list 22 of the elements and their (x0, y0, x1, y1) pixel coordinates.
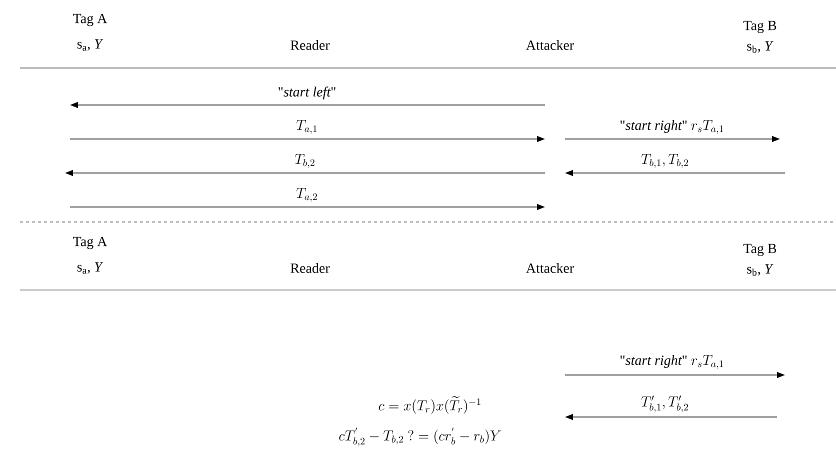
participant-heading: s$_{b}$, Y (747, 264, 774, 276)
message-label: $T_{a,1}$ (296, 120, 317, 134)
participant-heading: Reader (290, 40, 330, 50)
participant-heading: Tag B (743, 20, 776, 34)
participant-heading: Tag A (73, 236, 108, 250)
participant-heading: s$_{a}$, Y (77, 262, 104, 274)
message-label: $T_{a,2}$ (296, 188, 317, 202)
message-label: $\text{\char34}\textit{start right}\text{\char34}\ r_sT_{a,1}$ (620, 120, 724, 134)
message-label: $T'_{b,1}, T'_{b,2}$ (641, 396, 688, 412)
message-label: $\text{\char34}\textit{start right}\text{\char34}\ r_sT_{a,1}$ (620, 355, 724, 369)
participant-heading: Attacker (526, 40, 574, 50)
equation: $c = x(T_r)x(\widetilde{T}_r)^{-1}$ (378, 396, 480, 414)
message-label: $T_{b,2}$ (294, 154, 314, 168)
equation: $cT^{'}_{b,2} - T_{b,2}\ ?= (cr^{'}_b - r_b)Y$ (339, 428, 501, 446)
participant-heading: s$_{b}$, Y (747, 41, 774, 53)
participant-heading: Reader (290, 263, 330, 273)
participant-heading: Attacker (526, 263, 574, 273)
participant-heading: s$_{a}$, Y (77, 39, 104, 51)
message-label: $T_{b,1}, T_{b,2}$ (641, 154, 688, 168)
participant-heading: Tag B (743, 244, 776, 256)
message-label: $\text{\char34}\textit{start left}\text{\char34}$ (278, 86, 336, 100)
participant-heading: Tag A (73, 14, 108, 26)
